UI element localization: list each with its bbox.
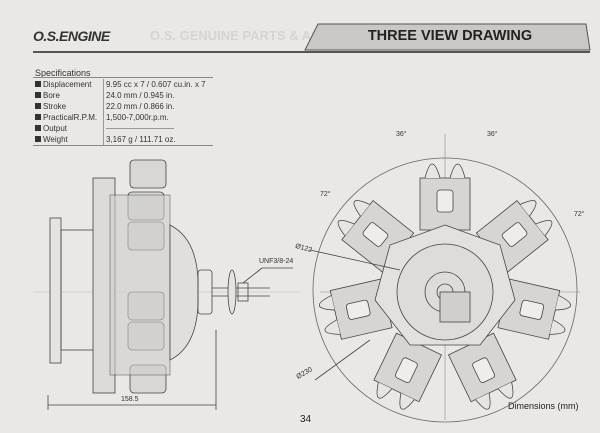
thread-callout: UNF3/8-24	[259, 258, 294, 265]
specifications-heading: Specifications	[35, 68, 91, 78]
spec-value: 22.0 mm / 0.866 in.	[106, 102, 175, 111]
table-row: Stroke 22.0 mm / 0.866 in.	[33, 101, 214, 112]
header-divider	[33, 51, 590, 53]
table-row: PracticalR.P.M. 1,500-7,000r.p.m.	[33, 112, 214, 123]
page-title: THREE VIEW DRAWING	[367, 28, 533, 44]
cylinder-outline	[373, 332, 443, 410]
table-row: Displacement 9.95 cc x 7 / 0.607 cu.in. x…	[33, 79, 214, 90]
angle-label-top-left: 36°	[396, 131, 407, 138]
spec-value: 3,167 g / 111.71 oz.	[106, 135, 176, 144]
spec-value: 9.95 cc x 7 / 0.607 cu.in. x 7	[106, 80, 206, 89]
table-row: Output	[33, 123, 214, 134]
units-note: Dimensions (mm)	[508, 401, 579, 411]
length-dimension: 158.5	[121, 396, 139, 403]
table-row: Bore 24.0 mm / 0.945 in.	[33, 90, 214, 101]
page-number: 34	[300, 414, 312, 425]
cylinder-outline	[419, 163, 471, 231]
spec-label: Stroke	[43, 102, 67, 111]
spec-label: Bore	[43, 91, 60, 100]
angle-label-top-right: 36°	[487, 131, 498, 138]
table-row: Weight 3,167 g / 111.71 oz.	[33, 134, 214, 145]
angle-label-right: 72°	[574, 211, 585, 218]
spec-table-top-rule	[33, 77, 213, 78]
spec-label: Weight	[43, 135, 68, 144]
spec-value: 24.0 mm / 0.945 in.	[106, 91, 175, 100]
os-engine-logo: O.S.ENGINE	[33, 28, 110, 44]
angle-label-left: 72°	[320, 191, 331, 198]
cylinder-outline	[447, 332, 517, 410]
specifications-table: Displacement 9.95 cc x 7 / 0.607 cu.in. x…	[33, 79, 214, 145]
spec-label: Displacement	[43, 80, 92, 89]
spec-table-bottom-rule	[33, 145, 213, 146]
spec-value: 1,500-7,000r.p.m.	[106, 113, 169, 122]
spec-label: Output	[43, 124, 68, 133]
spec-label: PracticalR.P.M.	[43, 113, 98, 122]
spec-value	[104, 123, 215, 134]
